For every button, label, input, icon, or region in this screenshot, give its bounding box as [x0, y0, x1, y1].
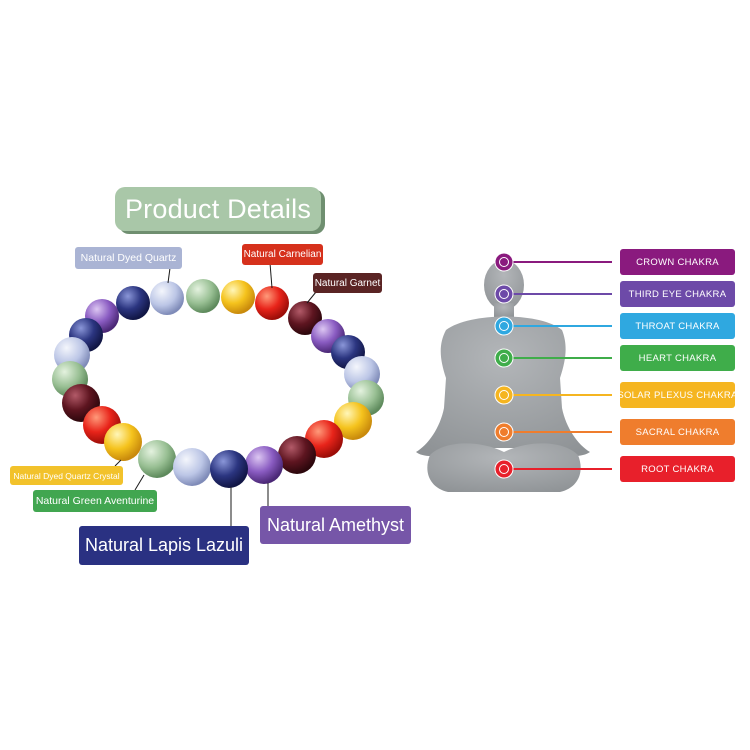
chakra-label-heart-chakra: HEART CHAKRA: [620, 345, 735, 371]
bracelet-beads-front: [52, 337, 384, 488]
chakra-label-root-chakra: ROOT CHAKRA: [620, 456, 735, 482]
chakra-symbol-inner-ring: [499, 464, 509, 474]
chakra-label-throat-chakra: THROAT CHAKRA: [620, 313, 735, 339]
label-natural-dyed-quartz: Natural Dyed Quartz: [75, 247, 182, 269]
label-natural-amethyst: Natural Amethyst: [260, 506, 411, 544]
chakra-symbol-inner-ring: [499, 257, 509, 267]
chakra-symbol-icon: [494, 316, 514, 336]
chakra-label-solar-plexus-chakra: SOLAR PLEXUS CHAKRA: [617, 382, 737, 408]
chakra-symbol-icon: [494, 348, 514, 368]
chakra-label-third-eye-chakra: THIRD EYE CHAKRA: [620, 281, 735, 307]
label-natural-carnelian: Natural Carnelian: [242, 244, 323, 265]
chakra-symbol-inner-ring: [499, 427, 509, 437]
label-natural-dyed-quartz-crystal: Natural Dyed Quartz Crystal: [10, 466, 123, 485]
chakra-symbol-inner-ring: [499, 353, 509, 363]
chakra-symbol-inner-ring: [499, 289, 509, 299]
chakra-symbol-inner-ring: [499, 390, 509, 400]
chakra-symbol-icon: [494, 422, 514, 442]
chakra-symbol-icon: [494, 252, 514, 272]
bracelet-beads-back: [69, 279, 365, 369]
chakra-symbol-icon: [494, 385, 514, 405]
chakra-label-sacral-chakra: SACRAL CHAKRA: [620, 419, 735, 445]
chakra-symbol-icon: [494, 284, 514, 304]
chakra-symbol-icon: [494, 459, 514, 479]
label-natural-green-aventurine: Natural Green Aventurine: [33, 490, 157, 512]
chakra-symbol-inner-ring: [499, 321, 509, 331]
label-leader-lines: [114, 262, 317, 526]
label-natural-garnet: Natural Garnet: [313, 273, 382, 293]
chakra-label-crown-chakra: CROWN CHAKRA: [620, 249, 735, 275]
product-details-title: Product Details: [115, 187, 321, 231]
label-natural-lapis-lazuli: Natural Lapis Lazuli: [79, 526, 249, 565]
